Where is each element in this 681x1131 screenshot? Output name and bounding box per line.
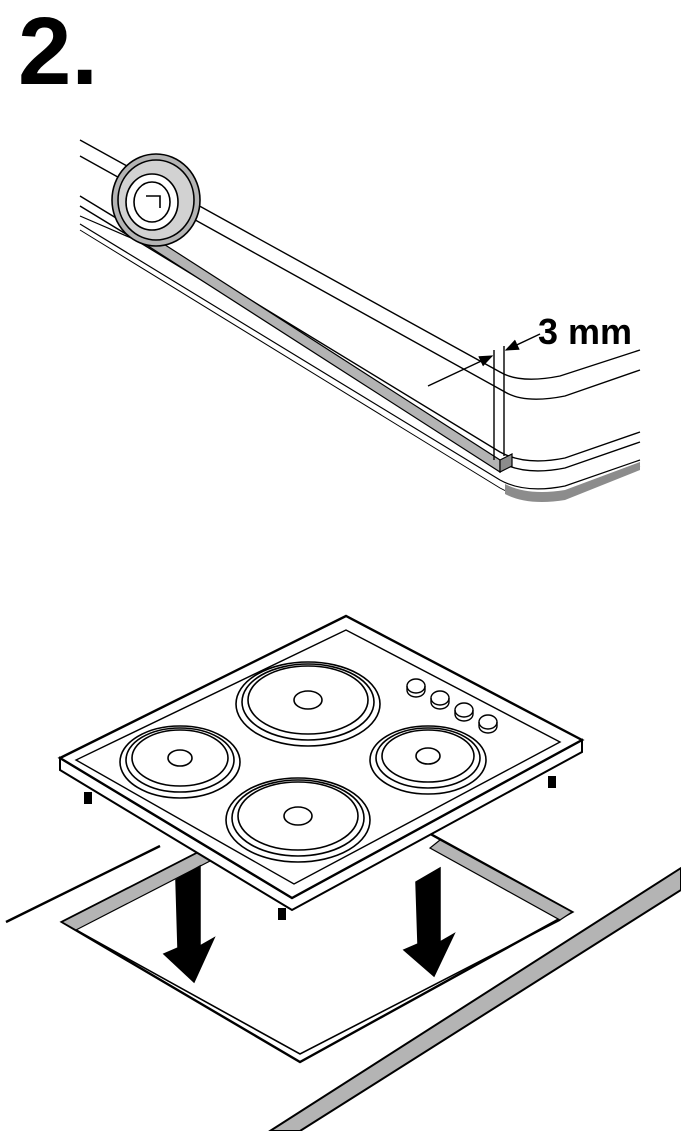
down-arrow-icon bbox=[162, 864, 216, 984]
control-knobs bbox=[406, 678, 498, 734]
sealing-tape-strip bbox=[79, 215, 641, 502]
hotplate-front-left bbox=[119, 725, 241, 799]
hotplate-back-right bbox=[369, 725, 487, 795]
hotplate-back-left bbox=[235, 661, 381, 747]
tape-roll-icon bbox=[111, 153, 201, 247]
down-arrow-icon bbox=[402, 866, 456, 978]
step-number: 2. bbox=[18, 0, 99, 105]
dimension-label: 3 mm bbox=[538, 311, 633, 352]
hotplates bbox=[119, 661, 487, 863]
hob-appliance bbox=[57, 614, 585, 920]
dimension-marker bbox=[427, 333, 541, 460]
hotplate-front-right bbox=[225, 777, 371, 863]
